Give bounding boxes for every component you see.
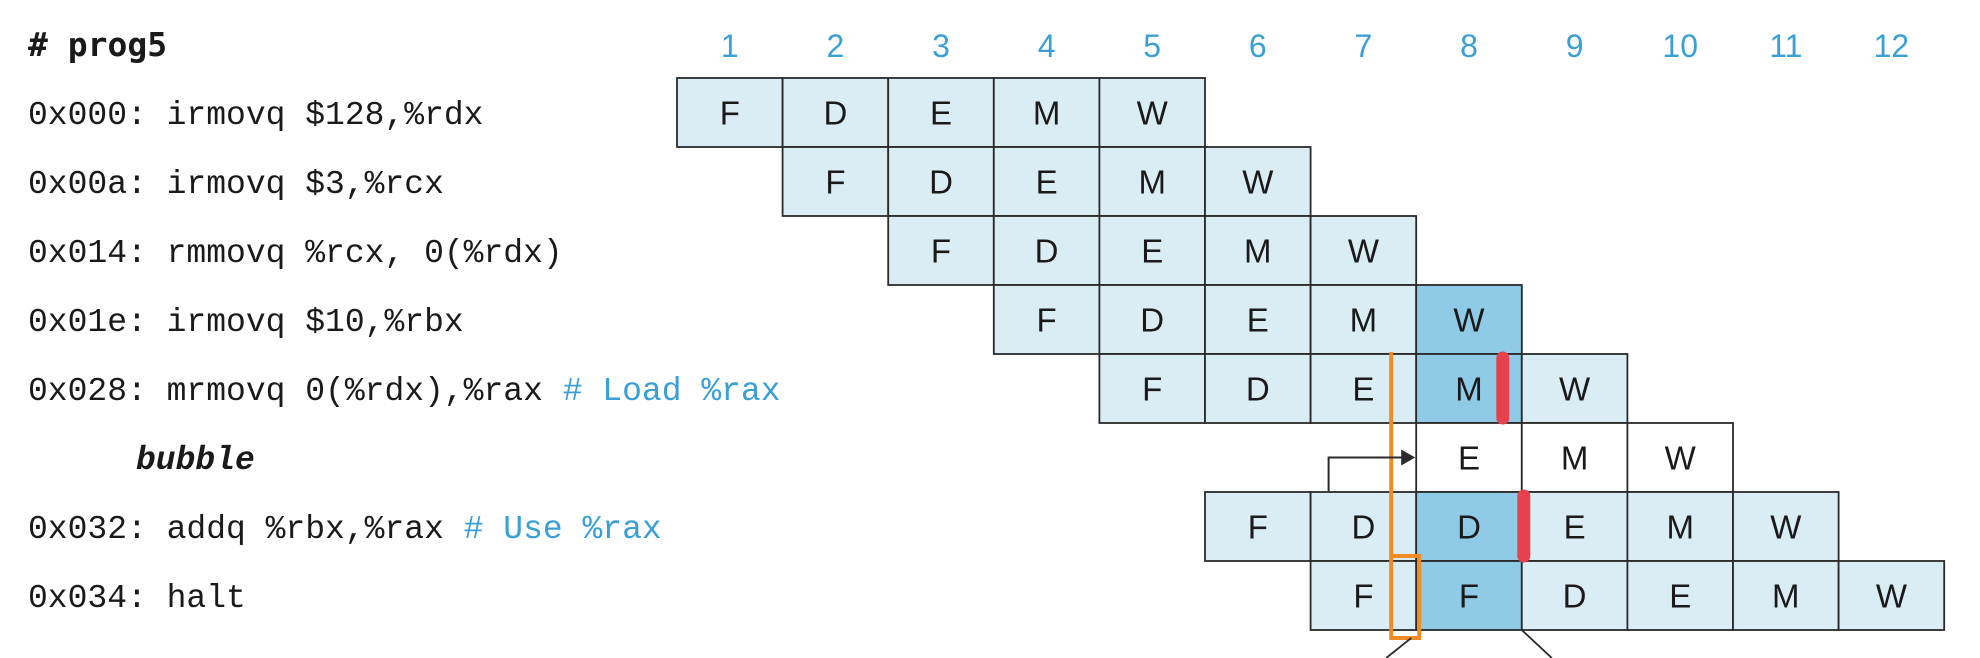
cycle-number: 12 [1874,28,1910,64]
program-title: # prog5 [28,25,167,64]
bubble-label: bubble [136,442,255,479]
stage-label: F [1353,578,1373,615]
stage-label: F [720,95,740,132]
stage-label: F [825,164,845,201]
cycle-number: 9 [1566,28,1584,64]
stage-cell [1204,146,1312,217]
stage-label: E [1564,509,1586,546]
stage-label: D [1035,233,1059,270]
stage-label: F [1459,578,1479,615]
stage-label: E [930,95,952,132]
stage-cell [781,77,890,148]
stage-label: M [1455,371,1483,408]
cycle-number: 10 [1662,28,1698,64]
stage-cell [781,146,890,217]
arrow-head-icon [1401,449,1416,466]
stage-cell [1415,491,1523,562]
bubble-arrow-line [1327,456,1403,491]
cycle-number: 3 [932,28,950,64]
stage-cell [1309,284,1418,355]
cycle-number: 8 [1460,28,1478,64]
cycle-number: 6 [1249,28,1267,64]
stage-cell [1732,560,1840,631]
stage-cell [1837,560,1946,631]
instruction-label: 0x01e: irmovq $10,%rbx [28,304,464,341]
cycle-number: 4 [1038,28,1056,64]
cycle-number: 5 [1143,28,1161,64]
stage-label: M [1561,440,1589,477]
instruction-label: 0x032: addq %rbx,%rax # Use %rax [28,511,662,548]
stage-cell [1415,560,1523,631]
stage-cell [676,77,784,148]
stage-cell [992,284,1101,355]
stage-cell [1626,560,1734,631]
stage-label: D [1457,509,1481,546]
cycle-number: 11 [1769,28,1802,64]
stage-cell [1309,353,1418,424]
stage-cell [1520,422,1629,493]
cycle-number: 2 [827,28,845,64]
stage-label: D [823,95,847,132]
leader-line [1385,637,1412,658]
stage-label: D [1140,302,1164,339]
stage-label: E [1036,164,1058,201]
hazard-annotations [1327,351,1553,658]
stage-label: W [1876,578,1908,615]
instruction-label: 0x00a: irmovq $3,%rcx [28,166,444,203]
stage-cell [887,77,995,148]
stage-label: W [1137,95,1169,132]
stage-cell [1520,560,1629,631]
stage-label: M [1772,578,1800,615]
stage-label: E [1669,578,1691,615]
stage-label: D [1246,371,1270,408]
stage-cell [1204,215,1312,286]
instruction-labels: 0x000: irmovq $128,%rdx 0x00a: irmovq $3,… [28,97,781,617]
cycle-number: 7 [1355,28,1373,64]
stage-cell [1415,284,1523,355]
stage-label: M [1350,302,1378,339]
stage-label: F [1248,509,1268,546]
stage-label: E [1247,302,1269,339]
stage-label: M [1033,95,1061,132]
instruction-label: 0x034: halt [28,580,246,617]
stage-label: D [929,164,953,201]
stage-cell [1204,491,1312,562]
instruction-label: 0x028: mrmovq 0(%rdx),%rax # Load %rax [28,373,781,410]
stage-label: M [1138,164,1166,201]
instruction-label: 0x000: irmovq $128,%rdx [28,97,483,134]
stage-cell [1626,422,1734,493]
instruction-label: 0x014: rmmovq %rcx, 0(%rdx) [28,235,563,272]
stage-cell [992,215,1101,286]
stage-label: W [1348,233,1380,270]
stage-cell [1309,560,1418,631]
stage-label: E [1352,371,1374,408]
stage-label: D [1563,578,1587,615]
stage-label: E [1458,440,1480,477]
cycle-number: 1 [721,28,739,64]
stage-cell [1204,353,1312,424]
stage-label: F [1142,371,1162,408]
forwarding-box [1389,554,1422,640]
stage-label: W [1242,164,1274,201]
stage-label: W [1665,440,1697,477]
stage-label: W [1559,371,1591,408]
stage-label: D [1351,509,1375,546]
stage-label: M [1666,509,1694,546]
stage-label: F [1037,302,1057,339]
stage-cell [992,146,1101,217]
stage-label: E [1141,233,1163,270]
stage-cell [1098,353,1206,424]
stage-label: M [1244,233,1272,270]
stage-cell [1204,284,1312,355]
leader-line [1521,629,1553,658]
stage-label: W [1770,509,1802,546]
stage-cell [1098,284,1206,355]
stage-label: F [931,233,951,270]
stage-label: W [1453,302,1485,339]
